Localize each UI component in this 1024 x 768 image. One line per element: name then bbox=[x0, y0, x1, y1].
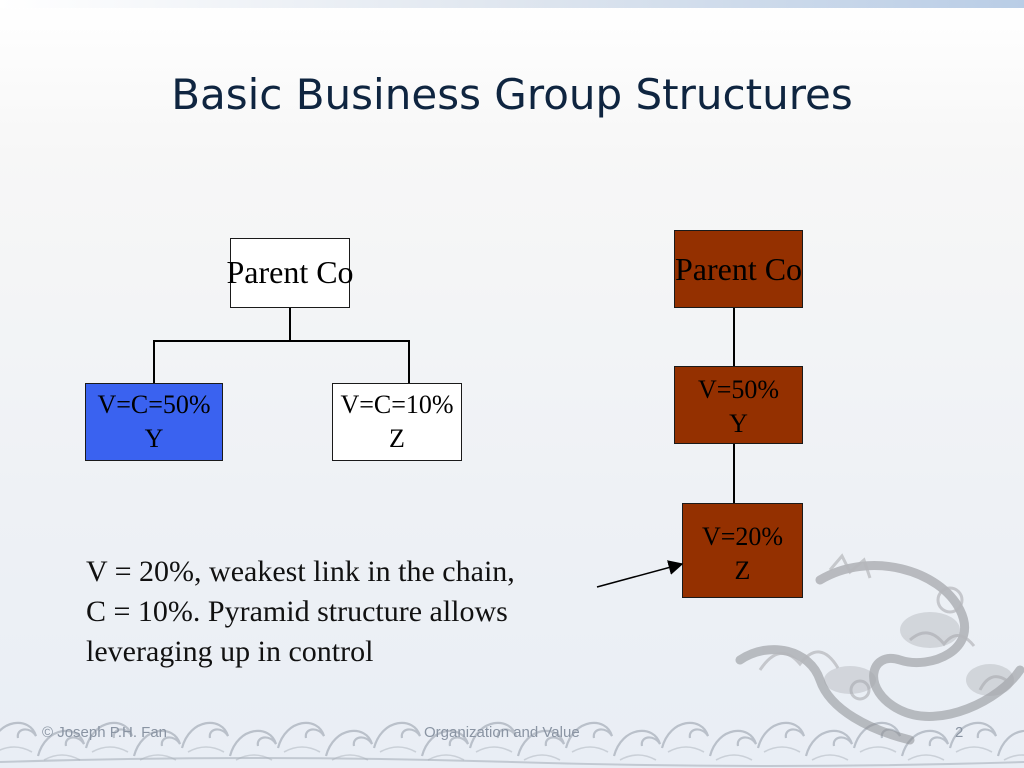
subsidiary-z-box-left: V=C=10% Z bbox=[332, 383, 462, 461]
subsidiary-z-stake-left: V=C=10% bbox=[340, 390, 454, 420]
subsidiary-y-box-left: V=C=50% Y bbox=[85, 383, 223, 461]
footer-page-number: 2 bbox=[955, 724, 964, 741]
subsidiary-y-stake-left: V=C=50% bbox=[97, 390, 211, 420]
parent-co-label-left: Parent Co bbox=[226, 254, 354, 291]
pyramid-z-box: V=20% Z bbox=[682, 503, 803, 598]
parent-co-box-right: Parent Co bbox=[674, 230, 803, 308]
explanation-line-2: C = 10%. Pyramid structure allows bbox=[86, 595, 508, 628]
slide-title: Basic Business Group Structures bbox=[171, 70, 853, 119]
connector-to-y bbox=[153, 340, 155, 384]
top-gradient-bar bbox=[0, 0, 1024, 8]
connector-parent-down bbox=[289, 307, 291, 341]
pyramid-z-stake: V=20% bbox=[701, 522, 784, 551]
explanation-text: V = 20%, weakest link in the chain, C = … bbox=[86, 552, 606, 672]
pyramid-y-name: Y bbox=[729, 408, 748, 438]
dragon-decoration bbox=[735, 553, 1024, 745]
connector-to-z bbox=[408, 340, 410, 384]
footer-author: © Joseph P.H. Fan bbox=[42, 724, 168, 741]
parent-co-label-right: Parent Co bbox=[674, 251, 803, 287]
connector-parent-to-y-right bbox=[733, 307, 735, 367]
connector-y-to-z-right bbox=[733, 443, 735, 504]
connector-horizontal bbox=[153, 340, 410, 342]
pyramid-y-stake: V=50% bbox=[697, 375, 780, 404]
subsidiary-y-name-left: Y bbox=[144, 424, 164, 453]
parent-co-box-left: Parent Co bbox=[226, 238, 354, 308]
pyramid-z-name: Z bbox=[734, 555, 751, 585]
pyramid-y-box: V=50% Y bbox=[674, 366, 803, 444]
subsidiary-z-name-left: Z bbox=[389, 424, 405, 453]
explanation-line-1: V = 20%, weakest link in the chain, bbox=[86, 555, 515, 588]
footer-course: Organization and Value bbox=[424, 724, 580, 741]
explanation-line-3: leveraging up in control bbox=[86, 635, 374, 668]
